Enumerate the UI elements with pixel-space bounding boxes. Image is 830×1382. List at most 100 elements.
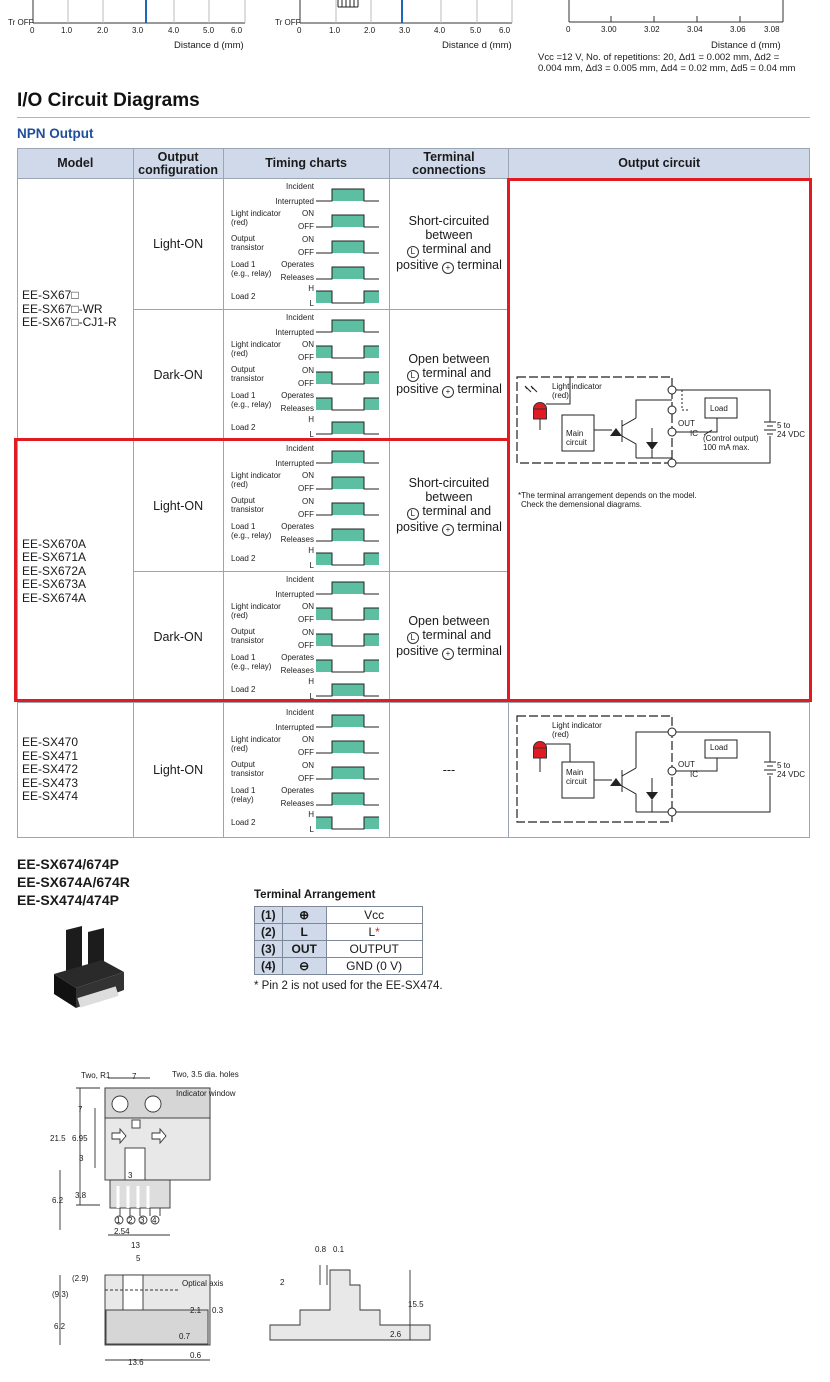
timing-label: Output — [231, 234, 256, 243]
timing-label: Interrupted — [275, 590, 314, 599]
timing-label: Incident — [286, 313, 315, 322]
pin-number: 3 — [140, 1216, 145, 1225]
timing-label: (red) — [231, 218, 248, 227]
timing-pulse — [331, 767, 364, 779]
timing-wave — [315, 397, 379, 411]
sensor-product-image — [54, 926, 124, 1008]
timing-label: (red) — [231, 744, 248, 753]
dim-label: 2.54 — [114, 1227, 130, 1236]
out-label: OUT — [678, 419, 695, 428]
timing-pulse — [315, 372, 332, 384]
chart3-tick: 3.00 — [601, 25, 617, 34]
timing-label: Incident — [286, 444, 315, 453]
chart1-tick: 5.0 — [203, 26, 215, 35]
timing-wave — [315, 766, 379, 780]
timing-label: Light indicator — [231, 735, 281, 744]
chart1-tick: 1.0 — [61, 26, 73, 35]
timing-pulse — [315, 608, 332, 620]
timing-label: OFF — [298, 615, 314, 624]
chart3-note: Vcc =12 V, No. of repetitions: 20, Δd1 =… — [538, 52, 780, 63]
timing-wave — [315, 683, 379, 697]
out-label: OUT — [678, 760, 695, 769]
timing-pulse — [331, 477, 364, 489]
config-cell: Dark-ON — [132, 571, 224, 703]
product-models: EE-SX674/674P — [17, 856, 119, 872]
dim-label: 6.95 — [72, 1134, 88, 1143]
timing-label: Load 2 — [231, 685, 256, 694]
chart3-note: 0.004 mm, Δd3 = 0.005 mm, Δd4 = 0.02 mm,… — [538, 63, 796, 74]
timing-label: Load 1 — [231, 653, 256, 662]
timing-label: (red) — [231, 480, 248, 489]
timing-wave — [315, 607, 379, 621]
dim-label: 2 — [280, 1278, 285, 1287]
dim-label: Indicator window — [176, 1089, 236, 1098]
timing-label: OFF — [298, 353, 314, 362]
main-circuit-label: Main — [566, 429, 584, 438]
chart3-tick: 0 — [566, 25, 571, 34]
timing-wave — [315, 345, 379, 359]
timing-label: (e.g., relay) — [231, 531, 272, 540]
timing-label: Releases — [280, 666, 313, 675]
chart3-tick: 3.08 — [764, 25, 780, 34]
timing-pulse — [331, 320, 364, 332]
ic-label: IC — [690, 770, 698, 779]
timing-label: transistor — [231, 636, 264, 645]
dim-label: 0.8 — [315, 1245, 327, 1254]
timing-label: Interrupted — [275, 723, 314, 732]
load-label: Load — [710, 404, 728, 413]
timing-label: L — [309, 561, 314, 570]
current-limit-label: 100 mA max. — [703, 443, 750, 452]
timing-wave — [315, 319, 379, 333]
timing-label: (e.g., relay) — [231, 269, 272, 278]
main-circuit-label: circuit — [566, 777, 587, 786]
timing-label: Interrupted — [275, 459, 314, 468]
dim-label: 15.5 — [408, 1300, 424, 1309]
dimension-drawing — [59, 1077, 431, 1361]
timing-label: Load 2 — [231, 554, 256, 563]
timing-label: H — [308, 284, 314, 293]
timing-label: OFF — [298, 484, 314, 493]
terminal-cell: Open between L terminal and positive + t… — [388, 571, 510, 703]
timing-label: Releases — [280, 404, 313, 413]
timing-label: Output — [231, 496, 256, 505]
timing-label: ON — [302, 235, 314, 244]
chart2-tick: 5.0 — [470, 26, 482, 35]
terminal-cell: Open between L terminal and positive + t… — [388, 309, 510, 441]
timing-label: Incident — [286, 575, 315, 584]
dim-label: 21.5 — [50, 1134, 66, 1143]
chart3-xlabel: Distance d (mm) — [711, 40, 781, 51]
timing-label: ON — [302, 761, 314, 770]
subsection-title: NPN Output — [17, 126, 94, 141]
timing-pulse — [331, 582, 364, 594]
dim-label: (9.3) — [52, 1290, 69, 1299]
dim-label: 13.6 — [128, 1358, 144, 1367]
ic-label: IC — [690, 429, 698, 438]
title-rule — [17, 117, 810, 118]
chart2-xlabel: Distance d (mm) — [442, 40, 512, 51]
timing-label: (red) — [231, 611, 248, 620]
timing-label: Incident — [286, 708, 315, 717]
timing-label: Interrupted — [275, 328, 314, 337]
timing-label: L — [309, 825, 314, 834]
timing-wave — [315, 421, 379, 435]
dim-label: (2.9) — [72, 1274, 89, 1283]
timing-wave — [315, 528, 379, 542]
timing-wave — [315, 740, 379, 754]
chart2-tick: 6.0 — [499, 26, 511, 35]
timing-label: Load 1 — [231, 786, 256, 795]
dim-label: 0.3 — [212, 1306, 224, 1315]
product-models: EE-SX474/474P — [17, 892, 119, 908]
main-circuit-label: circuit — [566, 438, 587, 447]
chart1-tick: 3.0 — [132, 26, 144, 35]
chart2-tick: 4.0 — [434, 26, 446, 35]
chart3-tick: 3.04 — [687, 25, 703, 34]
